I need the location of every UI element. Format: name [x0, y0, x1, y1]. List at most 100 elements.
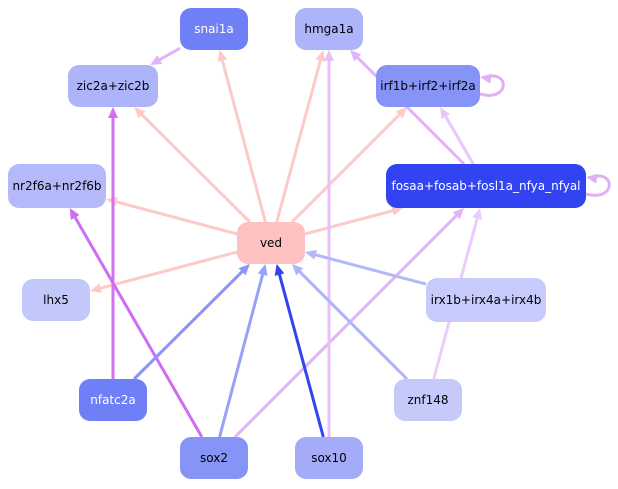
edge-line	[98, 250, 238, 291]
edge-ved-to-zic2a	[134, 107, 251, 224]
node-box	[295, 437, 363, 479]
edge-nfatc2a-to-ved	[133, 264, 250, 381]
edge-line	[304, 208, 395, 236]
arrow-head	[238, 264, 250, 276]
edge-line	[139, 112, 251, 224]
arrow-head	[324, 50, 334, 61]
edge-sox2-to-ved	[218, 264, 268, 438]
arrow-head	[108, 107, 118, 118]
nodes-layer: snai1a hmga1a zic2a+zic2b irf1b+irf2+irf2a n…	[8, 8, 586, 479]
node-box	[376, 65, 480, 107]
node-box	[79, 379, 147, 421]
node-hmga1a[interactable]: hmga1a	[295, 8, 363, 50]
node-box	[8, 164, 106, 208]
arrow-head	[315, 50, 326, 62]
edge-ved-to-irf1b	[290, 107, 407, 224]
node-irf1b[interactable]: irf1b+irf2+irf2a	[376, 65, 480, 107]
node-label: irx1b+irx4a+irx4b	[431, 293, 542, 307]
node-label: snai1a	[194, 22, 234, 36]
node-ved[interactable]: ved	[237, 222, 305, 264]
edge-line	[443, 114, 475, 165]
arrow-head	[472, 208, 482, 220]
arrow-head	[480, 73, 492, 84]
node-label: fosaa+fosab+fosl1a_nfya_nfyal	[391, 179, 580, 193]
arrow-head	[586, 173, 598, 184]
node-label: znf148	[407, 393, 448, 407]
edge-znf148-to-ved	[292, 264, 409, 381]
node-box	[68, 65, 158, 107]
node-zic2a[interactable]: zic2a+zic2b	[68, 65, 158, 107]
arrow-head	[90, 283, 102, 294]
node-box	[295, 8, 363, 50]
node-fosaa[interactable]: fosaa+fosab+fosl1a_nfya_nfyal	[386, 164, 586, 208]
edge-line	[275, 58, 323, 223]
node-label: zic2a+zic2b	[77, 79, 150, 93]
edge-line	[72, 215, 204, 438]
self-loop-line	[585, 174, 611, 197]
arrow-head	[274, 264, 285, 276]
node-label: nr2f6a+nr2f6b	[12, 179, 101, 193]
edge-fosaa-to-fosaa	[585, 173, 611, 197]
node-irx1b[interactable]: irx1b+irx4a+irx4b	[426, 278, 546, 322]
arrow-head	[350, 50, 362, 62]
edge-fosaa-to-hmga1a	[350, 50, 466, 166]
edge-line	[157, 46, 181, 62]
node-label: nfatc2a	[90, 393, 135, 407]
edge-line	[297, 269, 409, 381]
arrow-head	[292, 264, 304, 276]
node-label: lhx5	[43, 293, 69, 307]
edge-line	[355, 55, 466, 166]
edge-ved-to-fosaa	[304, 205, 404, 236]
self-loop-line	[479, 74, 505, 97]
edge-sox2-to-nr2f6a	[69, 208, 204, 438]
arrow-head	[69, 208, 80, 221]
edge-ved-to-lhx5	[90, 250, 238, 294]
node-box	[180, 8, 248, 50]
arrow-head	[305, 249, 317, 260]
edge-snai1a-to-zic2a	[150, 46, 181, 65]
node-nr2f6a[interactable]: nr2f6a+nr2f6b	[8, 164, 106, 208]
node-label: irf1b+irf2+irf2a	[380, 79, 475, 93]
edge-irx1b-to-ved	[305, 249, 427, 286]
node-box	[394, 379, 462, 421]
node-label: sox2	[200, 451, 228, 465]
node-label: ved	[260, 236, 282, 250]
edges-layer	[69, 46, 611, 439]
node-sox2[interactable]: sox2	[180, 437, 248, 479]
node-box	[237, 222, 305, 264]
node-nfatc2a[interactable]: nfatc2a	[79, 379, 147, 421]
edge-sox2-to-fosaa	[233, 208, 464, 439]
node-box	[386, 164, 586, 208]
edge-line	[220, 58, 267, 223]
edge-ved-to-snai1a	[217, 50, 267, 223]
arrow-head	[217, 50, 228, 62]
arrow-head	[391, 205, 404, 216]
edge-sox10-to-ved	[274, 264, 325, 438]
arrow-head	[440, 107, 451, 120]
edge-line	[277, 272, 325, 438]
edge-sox10-to-hmga1a	[324, 50, 334, 437]
edge-ved-to-hmga1a	[275, 50, 326, 223]
node-sox10[interactable]: sox10	[295, 437, 363, 479]
node-label: sox10	[311, 451, 347, 465]
arrow-head	[452, 208, 464, 220]
edge-line	[233, 213, 459, 439]
edge-line	[218, 272, 265, 438]
edge-irf1b-to-irf1b	[479, 73, 505, 97]
node-box	[22, 279, 90, 321]
arrow-head	[134, 107, 146, 119]
edge-fosaa-to-irf1b	[440, 107, 475, 165]
edge-line	[290, 112, 402, 224]
edge-line	[114, 199, 238, 236]
node-lhx5[interactable]: lhx5	[22, 279, 90, 321]
arrow-head	[395, 107, 407, 119]
arrow-head	[150, 55, 163, 65]
node-znf148[interactable]: znf148	[394, 379, 462, 421]
edge-line	[133, 269, 245, 381]
edge-nfatc2a-to-zic2a	[108, 107, 118, 379]
edge-ved-to-nr2f6a	[106, 197, 238, 236]
node-label: hmga1a	[304, 22, 353, 36]
arrow-head	[257, 264, 268, 276]
node-snai1a[interactable]: snai1a	[180, 8, 248, 50]
